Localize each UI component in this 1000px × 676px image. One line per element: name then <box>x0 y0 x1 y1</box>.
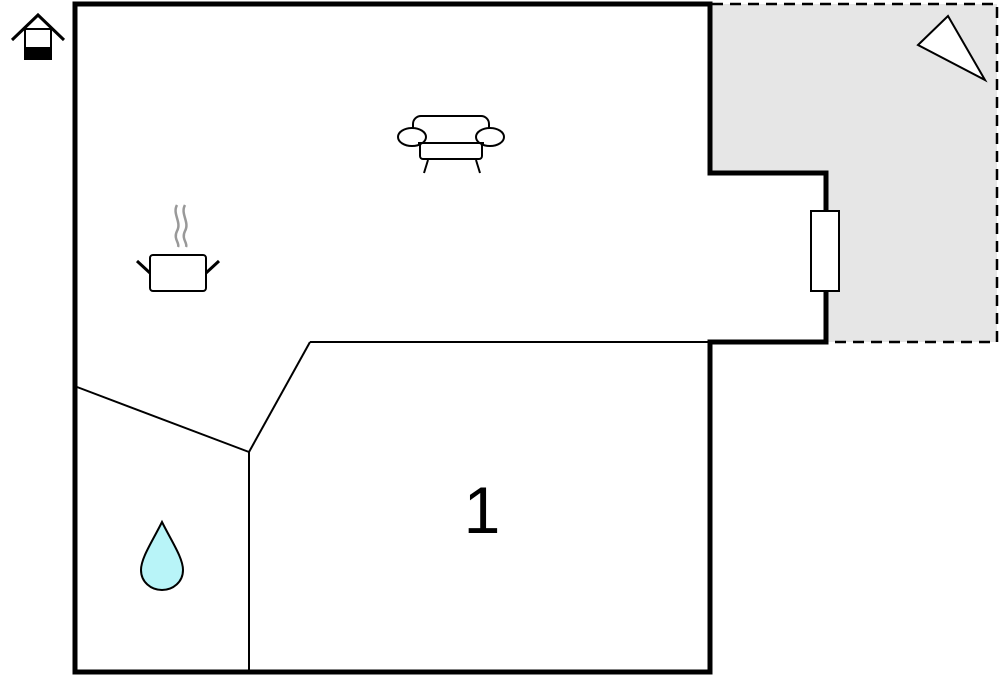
terrace-area <box>710 4 997 342</box>
window <box>810 210 840 292</box>
sofa-icon <box>397 115 505 174</box>
exterior-wall <box>72 1 829 675</box>
interior-wall-diagonal <box>248 341 311 453</box>
interior-wall-bathroom-top <box>76 386 250 453</box>
water-drop-icon <box>139 519 185 592</box>
cooking-pot-icon <box>135 204 221 292</box>
room-label-bedroom: 1 <box>464 473 501 547</box>
compass-north-icon <box>916 14 988 83</box>
terrace-dashed-border <box>712 2 999 344</box>
house-floor-level-icon <box>10 12 66 60</box>
